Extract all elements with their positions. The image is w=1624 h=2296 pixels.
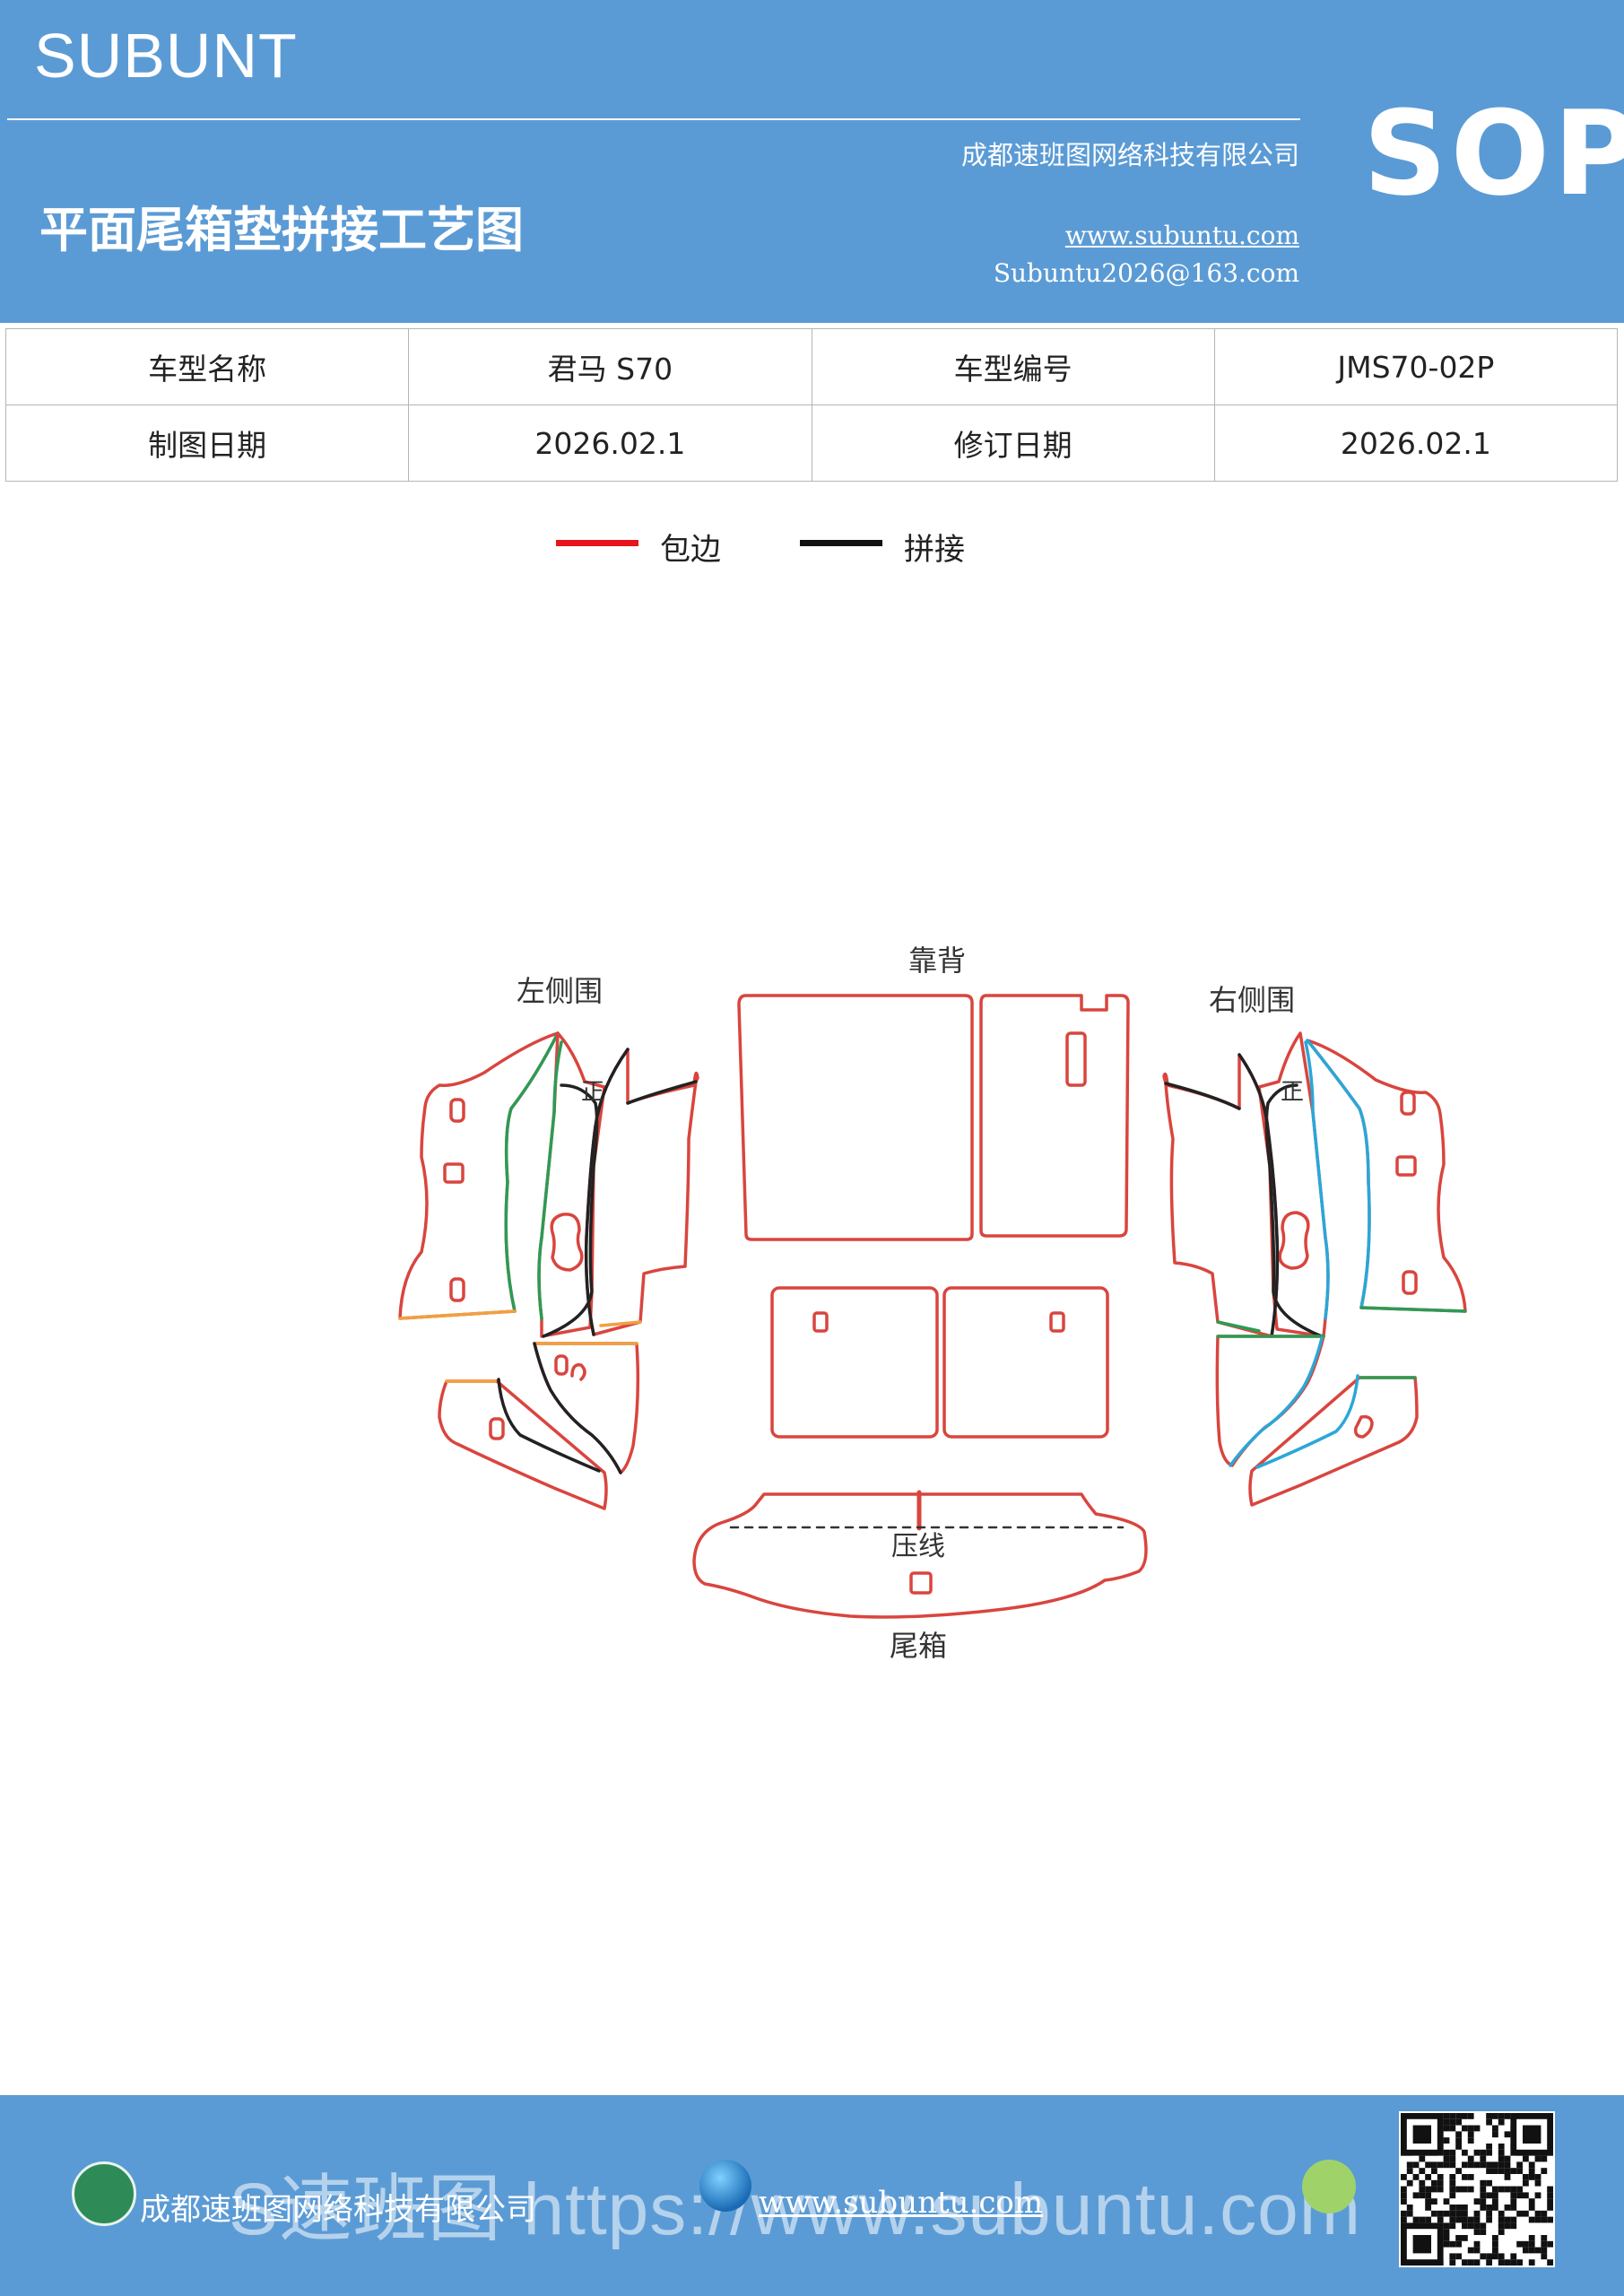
label-press-line: 压线 <box>891 1531 945 1562</box>
right-lower-strip-outer <box>1215 1335 1325 1467</box>
backrest-slot <box>1065 1031 1087 1087</box>
right-lower-strip-blue-seam <box>1229 1336 1324 1467</box>
floor-right-slot <box>1049 1311 1065 1333</box>
backrest-right-panel <box>979 994 1130 1238</box>
backrest-group <box>737 994 1130 1241</box>
left-pillar-outer <box>537 1031 606 1338</box>
sop-badge: SOP <box>1363 85 1624 222</box>
page-title: 平面尾箱垫拼接工艺图 <box>39 202 524 258</box>
left-pillar-green-seam <box>537 1040 563 1320</box>
trunk-slot <box>909 1571 933 1595</box>
left-rear-strip-orange-edge <box>599 1320 642 1327</box>
right-rear-strip-black-seam <box>1164 1053 1280 1338</box>
right-pillar-marker: 正 <box>1281 1079 1304 1106</box>
right-lower-slot <box>1353 1414 1374 1439</box>
floor-panels-group <box>770 1286 1109 1439</box>
trunk-group <box>692 1490 1148 1619</box>
left-side-orange-edge <box>398 1309 517 1320</box>
table-cell-value: JMS70-02P <box>1213 328 1619 405</box>
right-side-panel-outer <box>1306 1039 1467 1313</box>
legend-label-edge: 包边 <box>660 532 721 568</box>
qr-code-icon <box>1399 2111 1555 2267</box>
footer-banner: S速班图 https://www.subuntu.com 成都速班图网络科技有限… <box>0 2095 1624 2296</box>
right-rear-strip-outer <box>1162 1053 1280 1338</box>
backrest-left-panel <box>737 994 974 1241</box>
globe-icon <box>699 2160 751 2212</box>
left-lower-strip-black-seam <box>533 1342 622 1474</box>
label-backrest: 靠背 <box>908 944 966 978</box>
floor-left-panel <box>770 1286 939 1439</box>
left-pillar-hole <box>550 1213 584 1272</box>
left-lower-slot <box>489 1417 505 1440</box>
floor-left-slot <box>812 1311 829 1333</box>
footer-watermark-banner: S速班图 https://www.subuntu.com <box>229 2169 1362 2250</box>
floor-right-panel <box>942 1286 1109 1439</box>
footer-website-link[interactable]: www.subuntu.com <box>759 2185 1044 2221</box>
website-link[interactable]: www.subuntu.com <box>1064 221 1299 250</box>
left-side-panel-outer <box>398 1031 560 1320</box>
right-pillar-blue-seam <box>1304 1040 1330 1320</box>
left-side-slot-1 <box>449 1098 465 1123</box>
right-side-slot-1 <box>1400 1091 1416 1116</box>
right-side-slot-2 <box>1395 1155 1417 1177</box>
building-icon <box>72 2161 136 2226</box>
header-banner: SUBUNT 成都速班图网络科技有限公司 平面尾箱垫拼接工艺图 www.subu… <box>0 0 1624 323</box>
legend-label-seam: 拼接 <box>904 532 965 568</box>
left-lower-strip-slot-1 <box>554 1354 569 1376</box>
left-side-group <box>398 1031 699 1510</box>
right-side-group <box>1162 1031 1467 1507</box>
table-cell-label: 车型编号 <box>811 328 1215 405</box>
right-pillar-black-seam <box>1264 1083 1324 1338</box>
header-divider <box>7 118 1300 120</box>
legend-swatch-edge <box>556 540 638 546</box>
right-lower-panel-outer <box>1248 1376 1419 1507</box>
left-side-slot-2 <box>443 1162 465 1184</box>
table-row: 制图日期 2026.02.1 修订日期 2026.02.1 <box>4 404 1619 482</box>
table-cell-label: 制图日期 <box>4 404 410 482</box>
right-rear-strip-green-edge <box>1216 1320 1261 1333</box>
brand-logo-text: SUBUNT <box>34 21 298 91</box>
company-name: 成都速班图网络科技有限公司 <box>960 140 1299 170</box>
right-lower-panel-blue-seam <box>1255 1374 1359 1469</box>
left-lower-strip-slot-2 <box>570 1363 586 1381</box>
table-cell-label: 修订日期 <box>811 404 1215 482</box>
table-row: 车型名称 君马 S70 车型编号 JMS70-02P <box>4 328 1619 405</box>
table-cell-value: 君马 S70 <box>408 328 812 405</box>
left-lower-panel-outer <box>438 1379 608 1510</box>
vehicle-info-table: 车型名称 君马 S70 车型编号 JMS70-02P 制图日期 2026.02.… <box>4 328 1619 482</box>
right-pillar-outer <box>1257 1031 1330 1338</box>
right-side-slot-3 <box>1402 1270 1418 1295</box>
left-pillar-black-seam <box>542 1083 599 1338</box>
right-side-blue-seam <box>1306 1039 1371 1309</box>
wechat-icon <box>1302 2160 1356 2213</box>
right-pillar-hole <box>1278 1211 1310 1270</box>
email-address: Subuntu2026@163.com <box>993 258 1299 288</box>
table-cell-value: 2026.02.1 <box>408 404 812 482</box>
label-right-side: 右侧围 <box>1209 983 1295 1017</box>
table-cell-label: 车型名称 <box>4 328 410 405</box>
left-lower-strip-outer <box>533 1342 640 1474</box>
trunk-mat-outline <box>692 1492 1148 1619</box>
footer-company-name: 成都速班图网络科技有限公司 <box>140 2192 536 2228</box>
left-rear-strip-outer <box>584 1048 699 1336</box>
left-side-slot-3 <box>449 1277 465 1302</box>
table-cell-value: 2026.02.1 <box>1213 404 1619 482</box>
left-side-green-seam <box>504 1031 560 1313</box>
legend-swatch-seam <box>800 540 882 546</box>
label-trunk: 尾箱 <box>890 1629 947 1663</box>
right-side-green-edge <box>1359 1306 1467 1313</box>
left-pillar-marker: 正 <box>581 1079 604 1106</box>
left-rear-strip-black-seam <box>584 1048 698 1336</box>
label-left-side: 左侧围 <box>517 974 603 1008</box>
left-lower-panel-black-seam <box>497 1378 601 1473</box>
